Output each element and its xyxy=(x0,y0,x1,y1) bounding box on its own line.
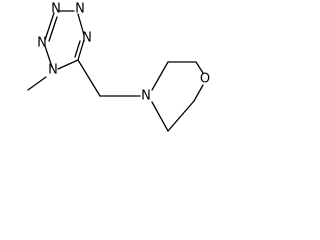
atom-label-n-top-right: N xyxy=(75,2,85,17)
bond-n1-methyl xyxy=(27,76,47,91)
bond-n3-n4 xyxy=(77,13,85,36)
bond-nmorph-c2 xyxy=(151,61,169,91)
atom-label-n-left: N xyxy=(37,36,47,51)
bond-c5-n1 xyxy=(57,59,79,70)
bond-n4-c5 xyxy=(77,39,85,61)
atom-label-n-morpholine: N xyxy=(141,89,151,104)
bond-n1-n2 xyxy=(44,45,53,68)
atom-label-o-morpholine: O xyxy=(200,72,210,87)
bond-c6-nmorph xyxy=(151,101,169,132)
atom-label-n-top: N xyxy=(51,2,61,17)
bond-n2-n1-side-double xyxy=(48,16,58,42)
structure-canvas: N N N N N N O xyxy=(0,0,218,144)
bond-c5-c6 xyxy=(167,100,195,132)
bond-c5-ch2 xyxy=(77,59,101,97)
atom-label-n-right: N xyxy=(82,31,92,46)
bond-o-c5 xyxy=(193,84,204,102)
bond-c3-o xyxy=(195,61,204,74)
molecule-diagram: N N N N N N O xyxy=(27,2,210,132)
bond-n2-n1-side xyxy=(44,12,55,41)
atom-label-n-methyl: N xyxy=(48,63,58,78)
bond-n4-c5-double xyxy=(74,40,81,58)
